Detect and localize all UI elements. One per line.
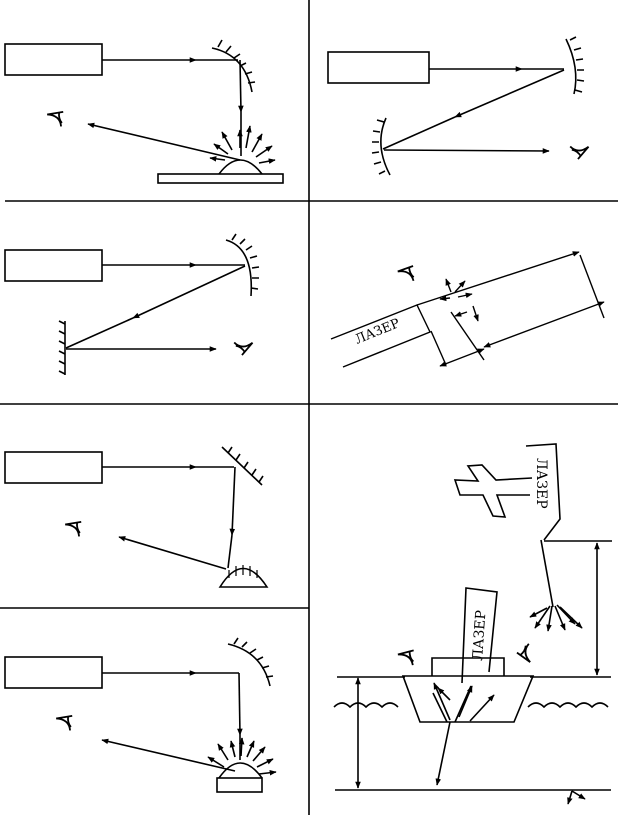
concave-mirror: [380, 117, 391, 176]
laser-body-ship: [461, 587, 498, 684]
eye-icon: [64, 518, 87, 541]
eye-icon: [396, 262, 421, 287]
mirror-hatch-icon: [58, 320, 66, 375]
mirror-hatch-icon: [569, 36, 585, 93]
panel-diffuse-dome: [4, 39, 284, 184]
hatched-hemisphere: [218, 567, 269, 588]
laser-box: [4, 43, 103, 76]
base-plate: [157, 173, 284, 184]
mirror-hatch-icon: [233, 637, 274, 678]
concave-mirror: [227, 643, 271, 687]
panel-direct-beam: [330, 251, 605, 368]
eye-icon: [396, 646, 421, 670]
mirror-hatch-icon: [217, 39, 256, 84]
laser-box: [4, 656, 103, 689]
water-wave-icon: [333, 702, 609, 709]
base-plate: [216, 777, 263, 793]
laser-body: [330, 304, 431, 368]
panel-flat-mirror-hemisphere: [4, 446, 269, 588]
laser-box: [4, 451, 103, 484]
eye-icon: [565, 137, 590, 162]
mirror-hatch-icon: [227, 446, 264, 483]
laser-label-ship: ЛАЗЕР: [470, 610, 489, 662]
laser-label-aircraft: ЛАЗЕР: [533, 458, 549, 509]
laser-box: [327, 51, 430, 84]
aircraft-icon: [453, 464, 533, 518]
eye-icon: [514, 639, 538, 664]
concave-mirror: [211, 47, 253, 93]
rough-dome: [218, 159, 263, 175]
panel-aircraft-ship: [333, 443, 612, 805]
panel-concave-dome: [4, 637, 277, 793]
laser-body-aircraft: [525, 443, 561, 541]
panel-concave-flat: [4, 233, 260, 375]
eye-icon: [46, 108, 69, 131]
concave-mirror: [565, 38, 577, 95]
ship-cabin: [431, 657, 505, 676]
panel-two-mirrors: [327, 36, 585, 176]
eye-icon: [229, 333, 254, 358]
eye-icon: [55, 712, 78, 735]
rough-dome: [218, 762, 263, 779]
laser-box: [4, 249, 103, 282]
mirror-hatch-icon: [371, 119, 386, 175]
mirror-hatch-icon: [231, 233, 260, 290]
ship-hull: [401, 675, 535, 723]
